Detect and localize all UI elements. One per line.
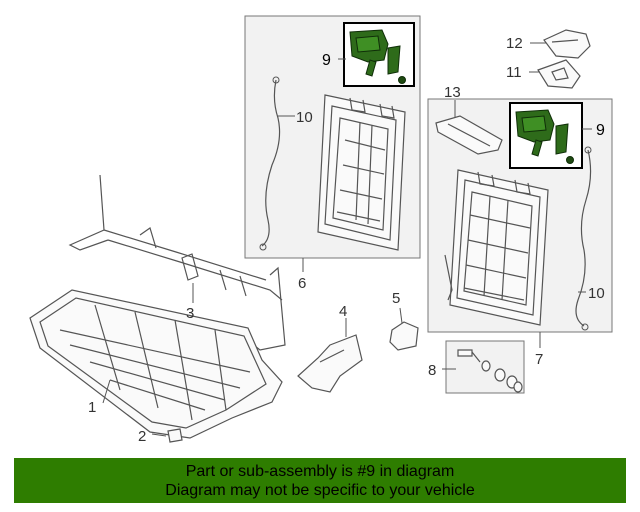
callout-6: 6 — [298, 275, 306, 292]
cable-right-end2 — [581, 323, 589, 331]
callout-9-right: 9 — [596, 122, 605, 139]
callout-1: 1 — [88, 399, 96, 416]
callout-12: 12 — [506, 35, 523, 52]
callout-5: 5 — [392, 290, 400, 307]
callout-11: 11 — [506, 64, 522, 81]
part-3-crossbar — [68, 174, 286, 351]
part-9-latch-left — [349, 29, 406, 84]
part-11-clip — [537, 59, 581, 89]
cable-right — [575, 149, 592, 327]
part-8-hardware — [457, 349, 523, 393]
part-13-trim — [435, 115, 503, 155]
part-12-cap — [543, 29, 591, 59]
cable-left — [261, 79, 281, 247]
callout-2: 2 — [138, 428, 146, 445]
callout-8: 8 — [428, 362, 436, 379]
cable-left-end — [272, 76, 280, 84]
callout-7: 7 — [535, 351, 543, 368]
callout-10-left: 10 — [296, 109, 313, 126]
callout-3: 3 — [186, 305, 194, 322]
seat-back-frame-left — [317, 94, 406, 251]
part-5-cover — [389, 321, 419, 351]
part-4-bracket — [297, 334, 363, 393]
callout-9-left: 9 — [322, 52, 331, 69]
cable-right-end — [584, 146, 592, 154]
callout-10-right: 10 — [588, 285, 605, 302]
leader-lines — [102, 42, 592, 437]
info-banner: Part or sub-assembly is #9 in diagram Di… — [14, 458, 626, 503]
cable-left-end2 — [259, 243, 267, 251]
callout-13: 13 — [444, 84, 461, 101]
banner-line-2: Diagram may not be specific to your vehi… — [165, 482, 475, 499]
banner-line-1: Part or sub-assembly is #9 in diagram — [185, 463, 455, 480]
seat-back-frame-right — [444, 169, 549, 326]
part-1-cushion-frame — [29, 289, 283, 439]
part-9-latch-right — [515, 109, 574, 164]
callout-4: 4 — [339, 303, 347, 320]
part-2-clip — [167, 428, 183, 443]
